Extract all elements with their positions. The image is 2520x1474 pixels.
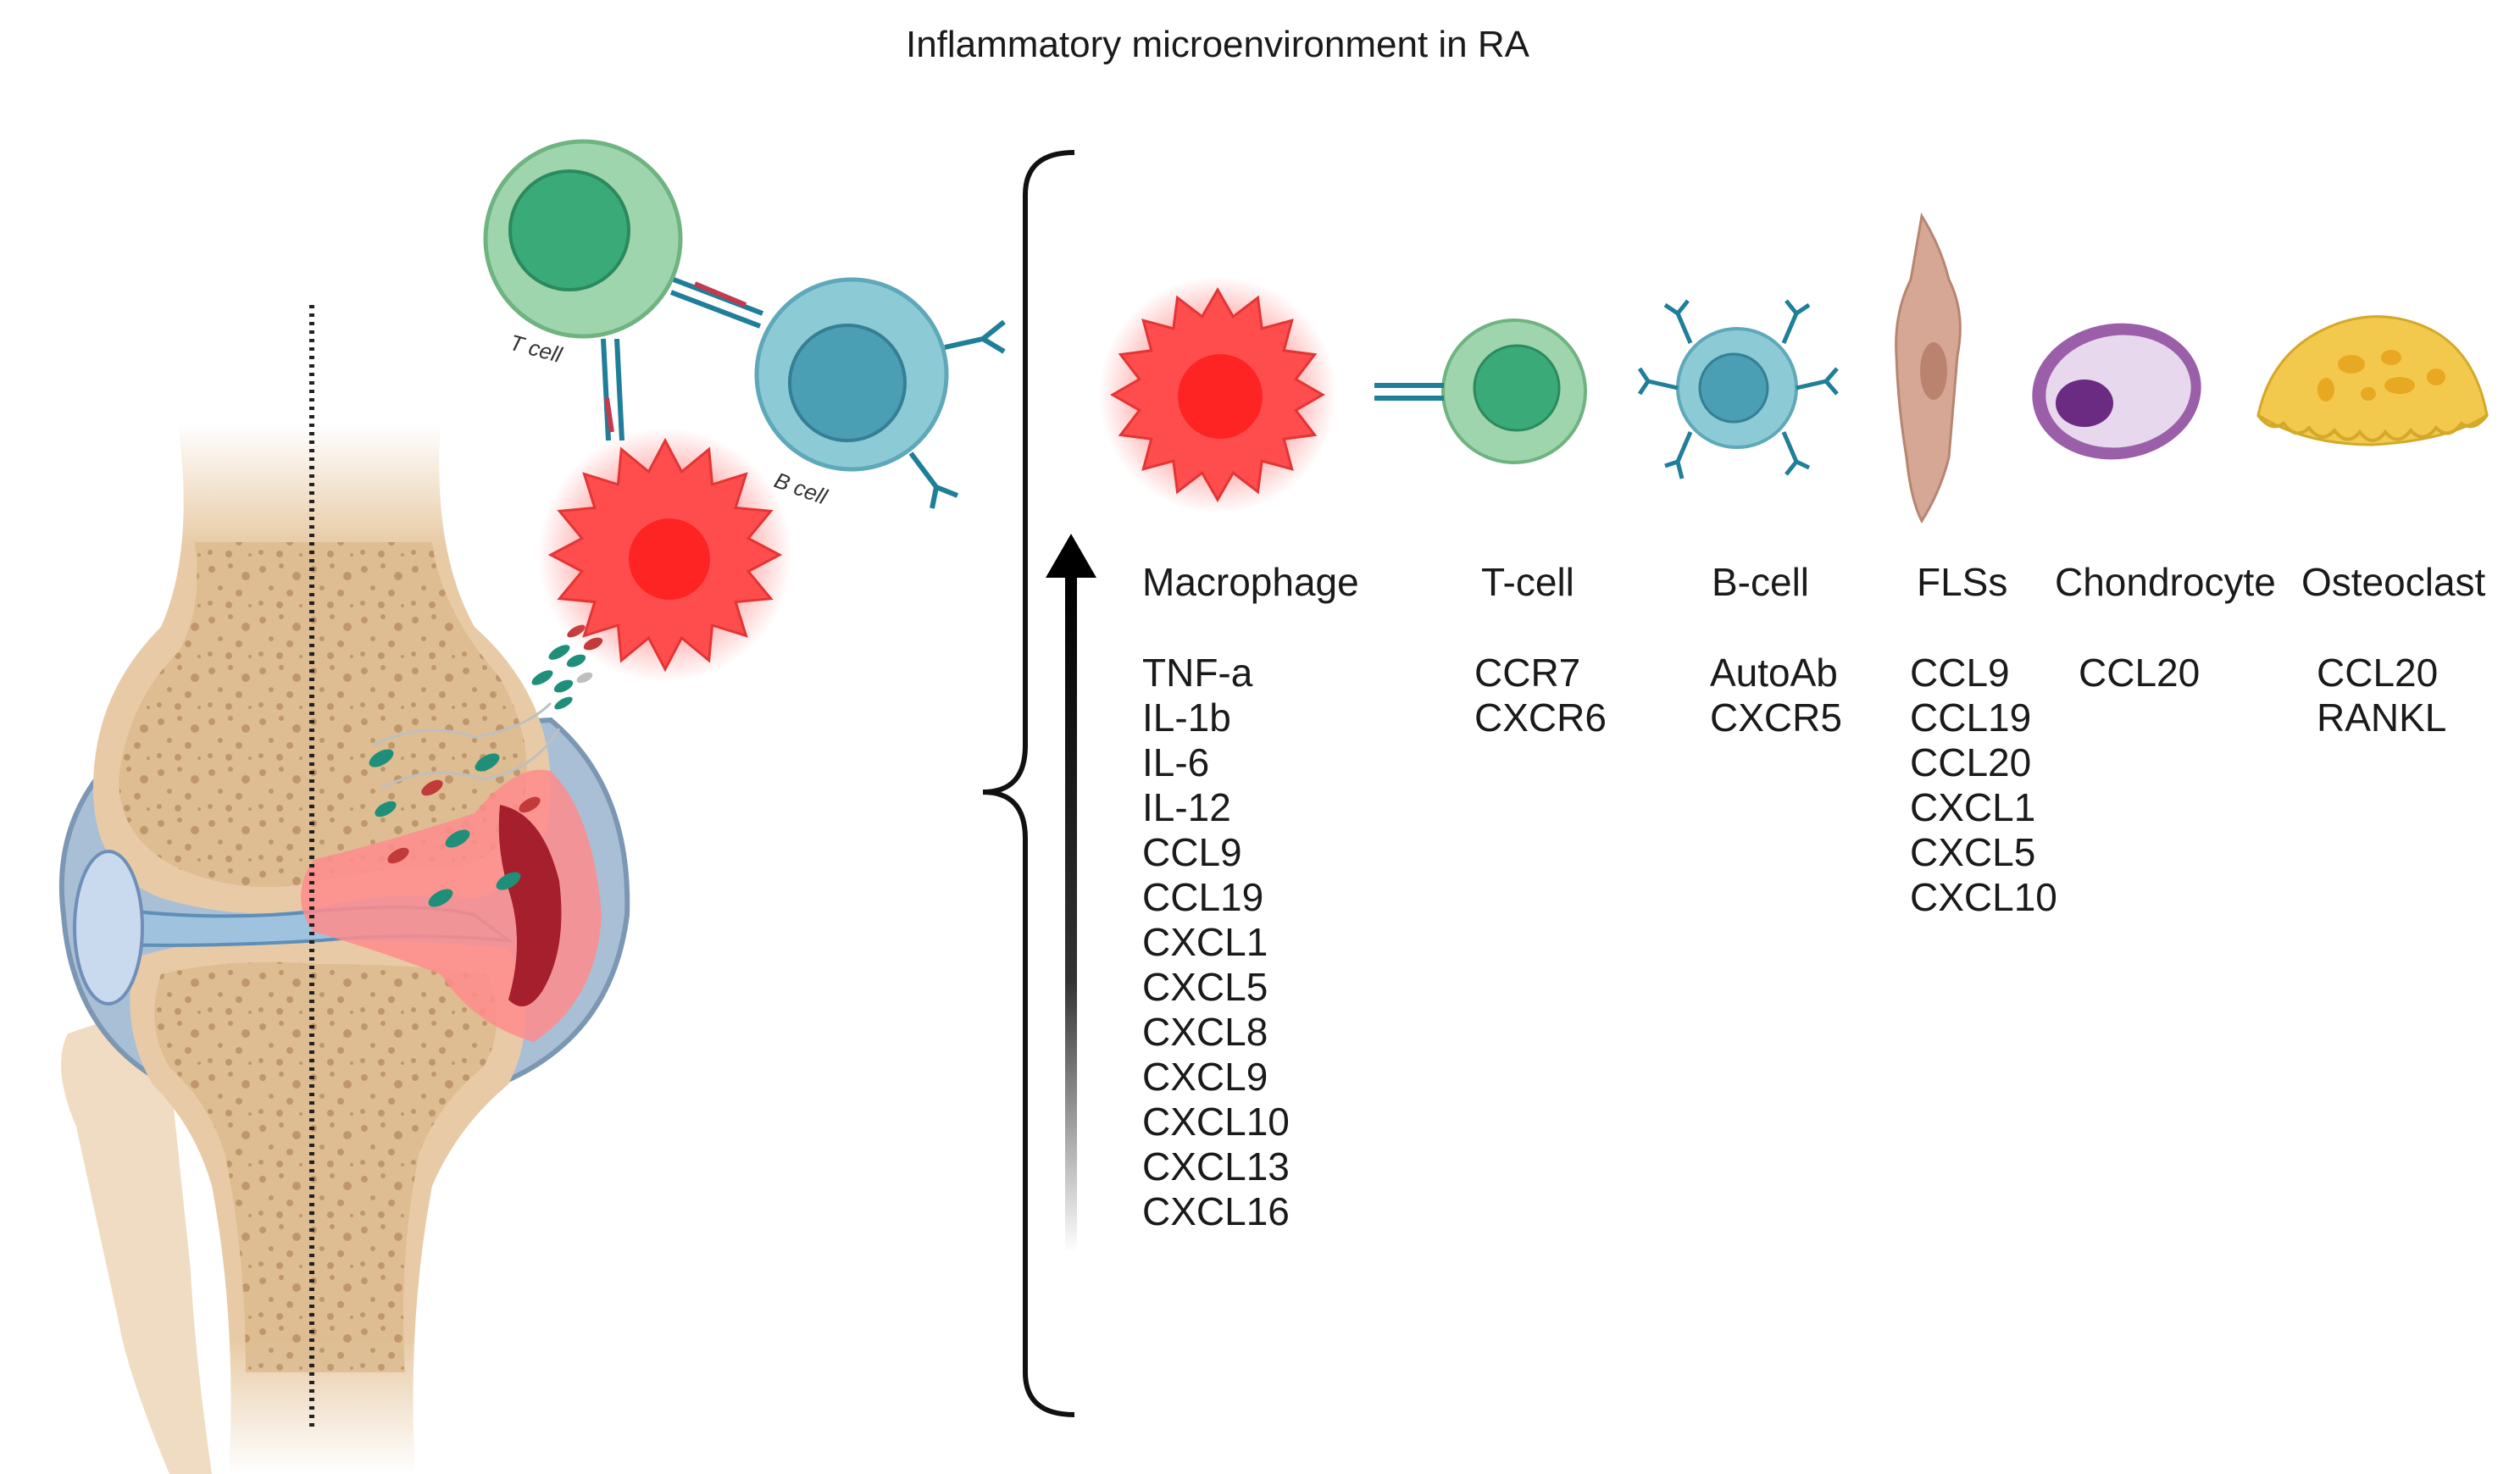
column-header-b-cell: B-cell <box>1712 560 1810 604</box>
marker-item: CXCL10 <box>1910 875 2057 919</box>
marker-item: CXCL5 <box>1910 830 2036 874</box>
marker-item: CCL20 <box>2079 651 2201 695</box>
marker-item: CXCL9 <box>1142 1055 1268 1099</box>
infiltrating-cells <box>369 624 586 907</box>
column-header-chondrocyte: Chondrocyte <box>2055 560 2276 604</box>
pannus <box>498 805 562 1006</box>
marker-item: CCL19 <box>1910 695 2032 740</box>
marker-item: CXCL13 <box>1142 1144 1290 1189</box>
marker-item: CCL20 <box>1910 740 2032 784</box>
column-header-osteoclast: Osteoclast <box>2301 560 2486 604</box>
fls-icon <box>1895 212 1962 524</box>
marker-item: CXCR6 <box>1474 695 1607 740</box>
marker-item: RANKL <box>2317 695 2447 740</box>
tcr-bcr-synapse <box>601 277 764 441</box>
marker-item: CXCL1 <box>1910 785 2036 829</box>
t-cell-large: T cell <box>483 139 683 368</box>
figure-title: Inflammatory microenvironment in RA <box>905 24 1529 65</box>
osteoclast-icon <box>2256 315 2489 446</box>
marker-item: CCL20 <box>2317 651 2439 695</box>
marker-item: AutoAb <box>1710 651 1838 695</box>
b-cell-large: B cell <box>754 277 949 510</box>
marker-item: CXCL1 <box>1142 920 1268 964</box>
marker-item: IL-1b <box>1142 695 1231 740</box>
marker-item: CXCL5 <box>1142 965 1268 1009</box>
meniscus <box>73 850 144 1006</box>
grouping-brace <box>982 150 1075 1417</box>
column-header-macrophage: Macrophage <box>1142 560 1359 604</box>
marker-list-chondrocyte: CCL20 <box>2079 651 2200 695</box>
femur-spongy-bone <box>119 542 527 888</box>
chondrocyte-icon <box>2032 323 2201 460</box>
b-cell-antibodies <box>908 319 1006 509</box>
column-header-t-cell: T-cell <box>1481 560 1574 604</box>
tibia-spongy-bone <box>154 961 497 1372</box>
column-chondrocyte: Chondrocyte CCL20 <box>2055 559 2276 695</box>
knee-joint <box>58 305 630 1474</box>
increase-arrow <box>1046 534 1096 1252</box>
marker-item: CXCL10 <box>1142 1100 1290 1144</box>
t-cell-label: T cell <box>507 330 565 368</box>
fibula-bone <box>61 1017 212 1474</box>
macrophage-large <box>538 428 792 682</box>
marker-item: CCR7 <box>1474 651 1581 695</box>
b-cell-icon <box>1637 299 1839 479</box>
marker-item: CCL9 <box>1142 830 1242 874</box>
marker-item: IL-6 <box>1142 740 1210 784</box>
marker-item: CXCR5 <box>1710 695 1842 740</box>
marker-item: IL-12 <box>1142 785 1231 829</box>
marker-item: CCL9 <box>1910 651 2010 695</box>
marker-item: CCL19 <box>1142 875 1264 919</box>
marker-item: TNF-a <box>1142 651 1253 695</box>
macrophage-icon <box>1099 276 1336 513</box>
marker-item: CXCL16 <box>1142 1189 1290 1233</box>
column-header-flss: FLSs <box>1917 560 2008 604</box>
t-cell-icon <box>1374 319 1587 464</box>
cytokine-stream <box>553 637 603 693</box>
marker-item: CXCL8 <box>1142 1010 1268 1054</box>
